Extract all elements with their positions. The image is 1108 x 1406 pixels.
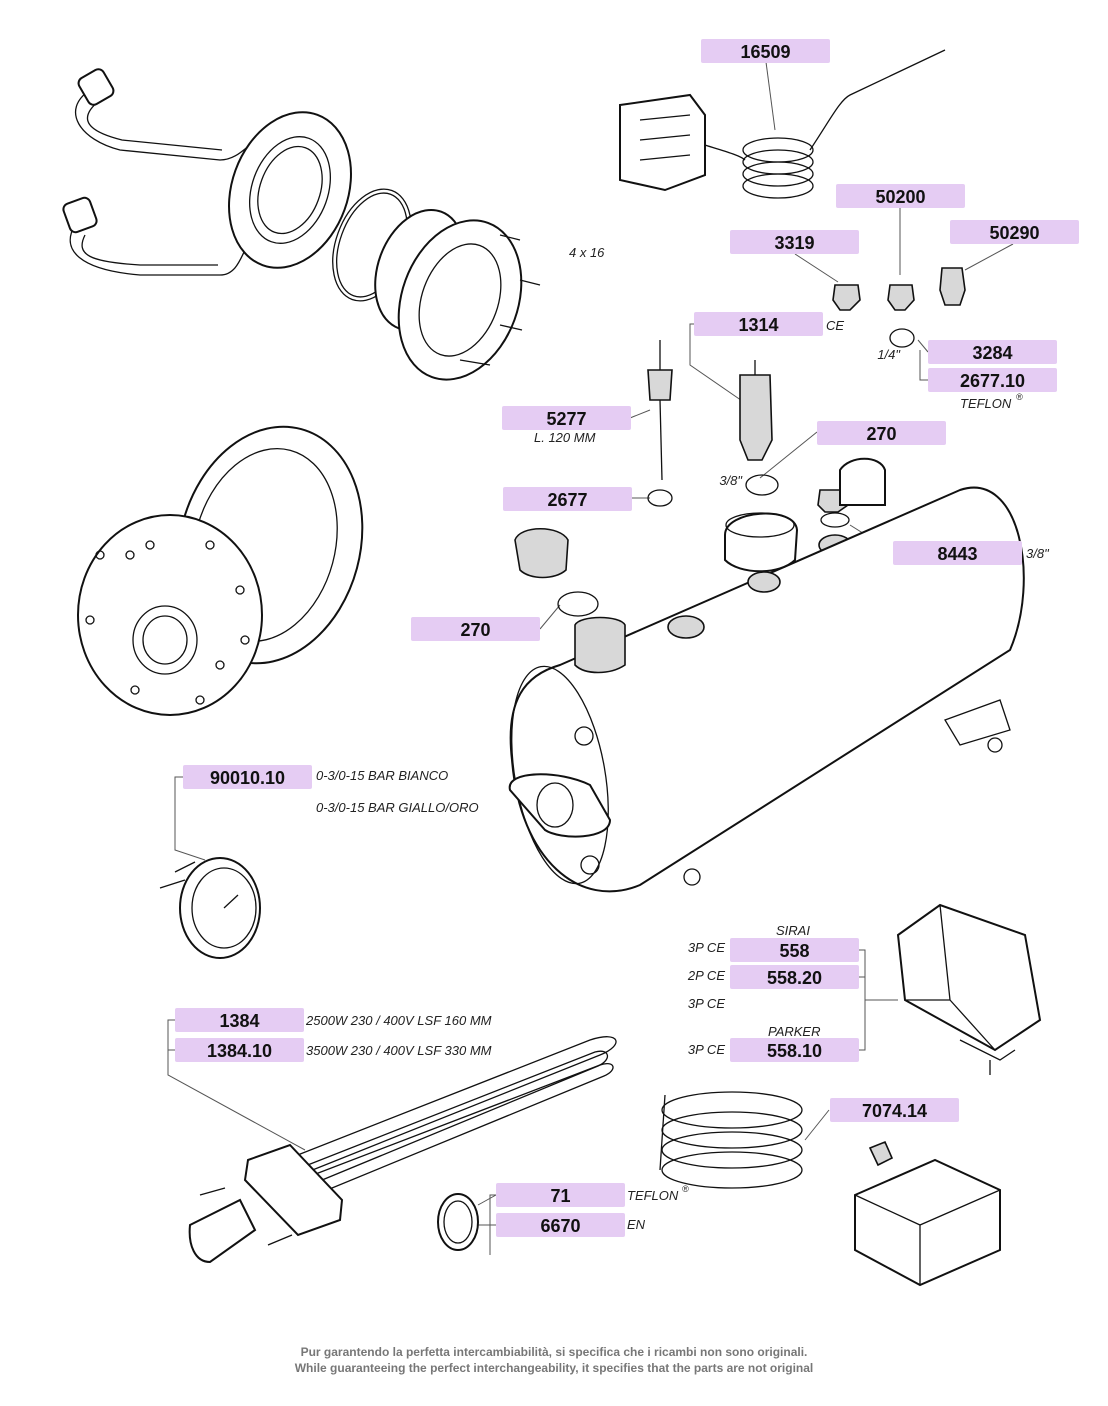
pressure-gauge-drawing [159,857,261,959]
part-label-558: 558 [730,938,859,962]
svg-text:558.10: 558.10 [767,1041,822,1061]
note-length-5277: L. 120 MM [534,430,596,445]
hose-junction-box-drawing [659,1091,1001,1287]
annotations: 4 x 16 CE 1/4" TEFLON ® L. 120 MM 3/8" 3… [305,245,1050,1232]
part-label-558-20: 558.20 [730,965,859,989]
part-label-16509: 16509 [701,39,830,63]
part-label-71: 71 [496,1183,625,1207]
svg-text:50290: 50290 [989,223,1039,243]
svg-text:8443: 8443 [937,544,977,564]
note-teflon-71: TEFLON [627,1188,679,1203]
boiler-endcap-drawing [77,425,364,716]
svg-text:270: 270 [460,620,490,640]
note-ce-1314: CE [826,318,844,333]
svg-text:1314: 1314 [738,315,778,335]
part-label-50290: 50290 [950,220,1079,244]
note-registered-71: ® [682,1184,689,1194]
note-bar-bianco: 0-3/0-15 BAR BIANCO [316,768,448,783]
svg-text:5277: 5277 [546,409,586,429]
note-registered-2677-10: ® [1016,392,1023,402]
flange-assembly-drawing [62,68,541,381]
svg-text:90010.10: 90010.10 [210,768,285,788]
svg-text:7074.14: 7074.14 [862,1101,927,1121]
svg-text:6670: 6670 [540,1216,580,1236]
note-3p-ce-extra: 3P CE [688,996,725,1011]
part-label-90010-10: 90010.10 [183,765,312,789]
note-sirai: SIRAI [776,923,810,938]
part-label-1384-10: 1384.10 [175,1038,304,1062]
note-bar-giallo: 0-3/0-15 BAR GIALLO/ORO [316,800,479,815]
heating-element-drawing [188,1036,617,1264]
part-label-1384: 1384 [175,1008,304,1032]
part-label-270-top: 270 [817,421,946,445]
svg-text:50200: 50200 [875,187,925,207]
note-spec-1384: 2500W 230 / 400V LSF 160 MM [305,1013,492,1028]
part-labels: 16509 50200 3319 50290 1314 3284 2677.10 [175,39,1079,1237]
part-label-2677-10: 2677.10 [928,368,1057,392]
note-2p-ce-558-20: 2P CE [687,968,725,983]
part-label-3319: 3319 [730,230,859,254]
note-en-6670: EN [627,1217,646,1232]
pressure-switch-drawing [896,903,1042,1075]
note-3p-ce-558-10: 3P CE [688,1042,725,1057]
part-label-6670: 6670 [496,1213,625,1237]
note-quarter-inch: 1/4" [877,347,901,362]
note-3p-ce-558: 3P CE [688,940,725,955]
svg-text:3284: 3284 [972,343,1012,363]
svg-text:2677.10: 2677.10 [960,371,1025,391]
svg-text:71: 71 [550,1186,570,1206]
note-parker: PARKER [768,1024,821,1039]
svg-text:270: 270 [866,424,896,444]
part-label-270-mid: 270 [411,617,540,641]
part-label-8443: 8443 [893,541,1022,565]
svg-text:1384: 1384 [219,1011,259,1031]
note-screws: 4 x 16 [569,245,605,260]
part-label-2677: 2677 [503,487,632,511]
svg-text:1384.10: 1384.10 [207,1041,272,1061]
note-teflon-2677-10: TEFLON [960,396,1012,411]
boiler-tank-drawing [508,457,1025,893]
part-label-50200: 50200 [836,184,965,208]
svg-text:558: 558 [779,941,809,961]
part-label-3284: 3284 [928,340,1057,364]
svg-text:3319: 3319 [774,233,814,253]
part-label-7074-14: 7074.14 [830,1098,959,1122]
footer-disclaimer-italian: Pur garantendo la perfetta intercambiabi… [300,1345,808,1359]
footer-disclaimer-english: While guaranteeing the perfect interchan… [294,1361,814,1375]
svg-text:16509: 16509 [740,42,790,62]
note-three-eighths-8443: 3/8" [1026,546,1050,561]
part-label-1314: 1314 [694,312,823,336]
part-label-5277: 5277 [502,406,631,430]
thermostat-drawing [619,49,946,199]
note-three-eighths-270: 3/8" [719,473,743,488]
part-label-558-10: 558.10 [730,1038,859,1062]
svg-text:2677: 2677 [547,490,587,510]
note-spec-1384-10: 3500W 230 / 400V LSF 330 MM [306,1043,492,1058]
svg-text:558.20: 558.20 [767,968,822,988]
